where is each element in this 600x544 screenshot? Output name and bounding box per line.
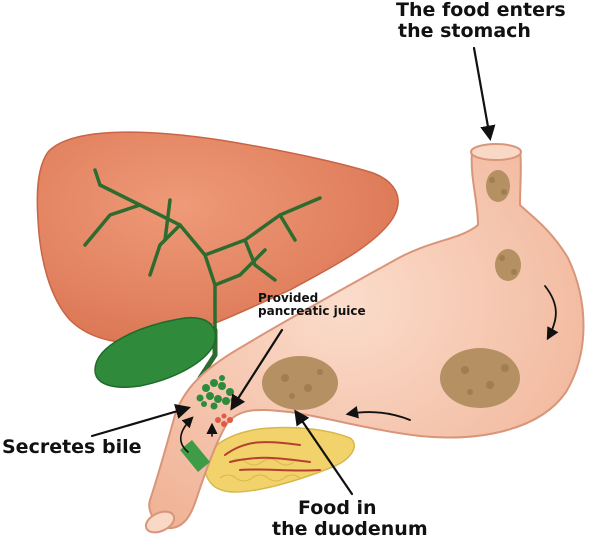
arrow-bile-curve (180, 416, 194, 453)
label-duodenum-line1: Food in (298, 497, 377, 519)
arrow-duodenum (294, 409, 354, 496)
bile-duct-tree (83, 168, 322, 332)
esophagus-opening (470, 143, 522, 161)
pancreatic-juice-cluster (215, 413, 233, 427)
arrow-food-enters (472, 46, 496, 142)
label-pancreatic-line2: pancreatic juice (258, 304, 366, 319)
label-pancreatic-line1: Provided (258, 291, 319, 305)
label-food-enters-line1: The food enters (396, 0, 566, 21)
arrows (90, 46, 559, 496)
stomach (148, 149, 585, 530)
label-duodenum-line2: the duodenum (272, 517, 428, 540)
duodenum-opening (144, 510, 176, 534)
label-food-enters-stomach: The food enters the stomach (396, 0, 566, 42)
common-bile-duct (180, 440, 210, 472)
arrow-secretes-bile (90, 404, 191, 438)
label-provided-pancreatic-juice: Provided pancreatic juice (258, 291, 366, 319)
label-food-enters-line2: the stomach (398, 19, 531, 42)
label-food-in-duodenum: Food in the duodenum (272, 498, 428, 540)
label-secretes-bile: Secretes bile (2, 436, 142, 458)
arrow-stomach-flow-left (345, 406, 411, 421)
arrow-stomach-flow-down (544, 285, 559, 341)
pancreas (203, 426, 355, 493)
arrow-pancreatic-juice (230, 328, 284, 411)
liver (36, 131, 399, 344)
gallbladder (94, 316, 217, 388)
